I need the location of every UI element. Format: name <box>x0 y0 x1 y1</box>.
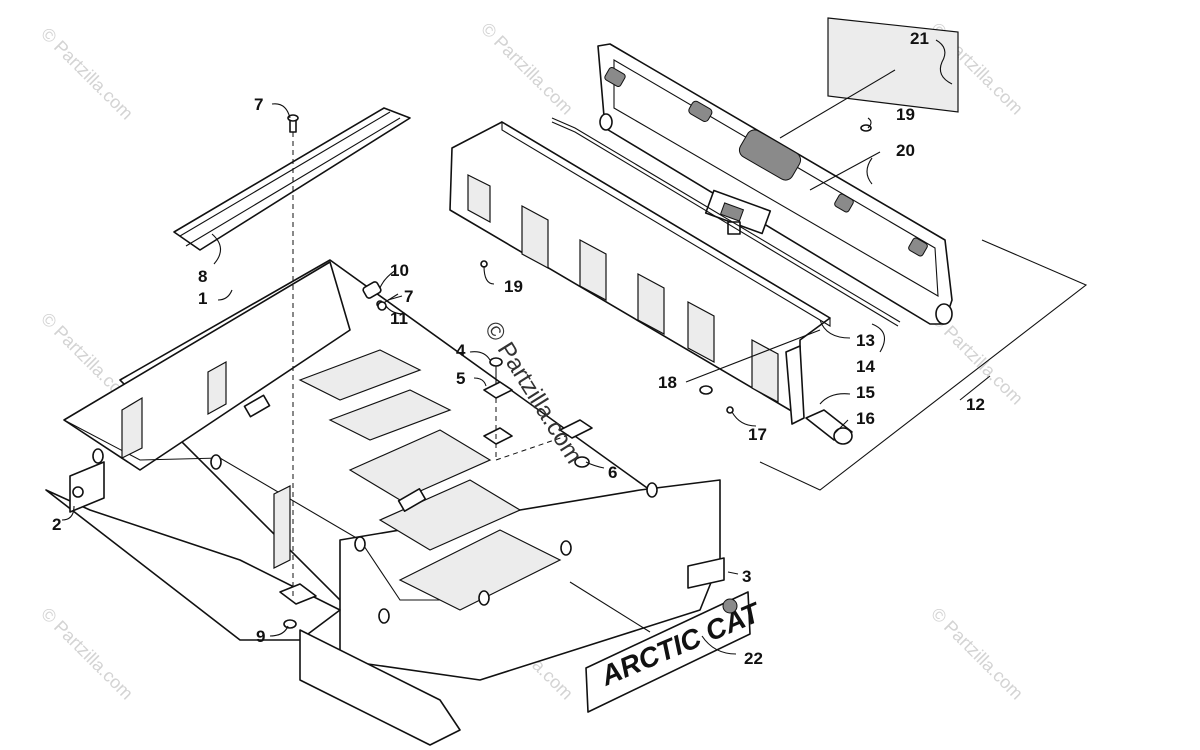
callout-4: 4 <box>456 341 466 360</box>
callout-16: 16 <box>856 409 875 428</box>
part-8-rail <box>173 107 411 251</box>
callout-8: 8 <box>198 267 207 286</box>
callout-2: 2 <box>52 515 61 534</box>
callout-17: 17 <box>748 425 767 444</box>
part-13-tailgate-inner <box>449 121 831 417</box>
callout-18: 18 <box>658 373 677 392</box>
callout-7-mid: 7 <box>404 287 413 306</box>
callout-22: 22 <box>744 649 763 668</box>
callout-11: 11 <box>390 309 408 328</box>
callout-9: 9 <box>256 627 265 646</box>
watermark-2: © Partzilla.com <box>477 19 577 119</box>
callout-19-top: 19 <box>896 105 915 124</box>
callout-15: 15 <box>856 383 875 402</box>
hardware-center <box>279 132 593 629</box>
callout-14: 14 <box>856 357 875 376</box>
part-16-pin <box>805 409 853 445</box>
part-3-decal <box>687 557 725 589</box>
part-2-warning-label <box>69 461 105 513</box>
callout-10: 10 <box>390 261 409 280</box>
callout-6: 6 <box>608 463 617 482</box>
part-14-rod <box>551 117 901 327</box>
callout-20: 20 <box>896 141 915 160</box>
part-12-bracket <box>759 239 1088 491</box>
part-1-cargo-box <box>45 259 721 746</box>
callout-21: 21 <box>910 29 929 48</box>
watermark-6: © Partzilla.com <box>37 604 137 704</box>
callout-19-left: 19 <box>504 277 523 296</box>
leader-lines <box>61 39 991 655</box>
callout-12: 12 <box>966 395 985 414</box>
part-20-tailgate-outer <box>597 43 953 325</box>
callouts: 21 7 19 20 8 10 1 7 11 19 13 14 4 5 18 1… <box>52 29 985 668</box>
part-21-decal <box>827 17 959 113</box>
hardware-right <box>480 124 872 414</box>
callout-5: 5 <box>456 369 465 388</box>
tailgate-latch <box>704 189 772 235</box>
part-15-hinge-bracket <box>785 345 805 425</box>
hardware-left <box>287 114 399 311</box>
watermark-8: © Partzilla.com <box>927 604 1027 704</box>
callout-1: 1 <box>198 289 207 308</box>
watermark-1: © Partzilla.com <box>37 24 137 124</box>
callout-7-top: 7 <box>254 95 263 114</box>
callout-3: 3 <box>742 567 751 586</box>
callout-13: 13 <box>856 331 875 350</box>
